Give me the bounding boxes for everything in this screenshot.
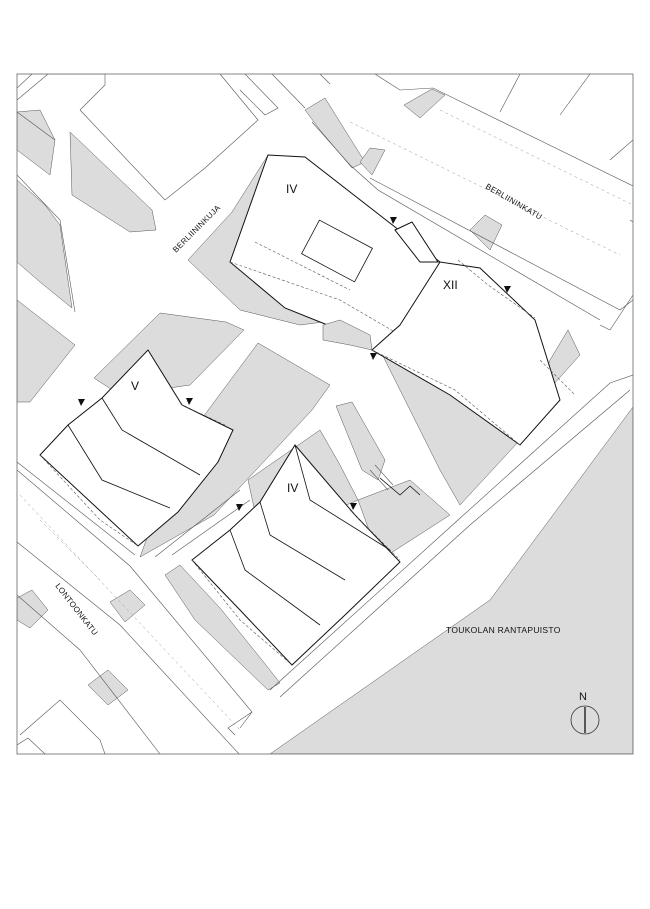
entrance-arrow <box>504 286 511 293</box>
parking-stripes <box>19 109 633 731</box>
map-frame <box>16 73 634 755</box>
entrance-arrow <box>390 217 397 224</box>
floor-count-south: IV <box>287 481 298 495</box>
building-north-east <box>371 259 576 446</box>
floor-count-north-east: XII <box>443 278 458 292</box>
entrance-arrow <box>186 398 193 405</box>
entrance-arrow <box>370 353 377 360</box>
north-arrow-icon: N <box>570 691 600 735</box>
entrance-arrow <box>350 503 357 510</box>
park-area <box>269 406 633 754</box>
floor-count-west: V <box>131 379 139 393</box>
building-west <box>39 349 234 547</box>
entrance-arrows <box>78 217 511 511</box>
floor-count-north-west: IV <box>286 182 297 196</box>
entrance-arrow <box>236 504 243 511</box>
road-edges <box>17 74 633 754</box>
entrance-arrow <box>78 399 85 406</box>
street-label-berliininkatu: BERLIININKATU <box>484 182 544 222</box>
building-north-west <box>229 154 441 351</box>
connector <box>322 319 421 496</box>
north-label: N <box>579 691 587 703</box>
building-south <box>191 444 401 666</box>
park-label: TOUKOLAN RANTAPUISTO <box>446 625 561 635</box>
map-content <box>17 74 633 754</box>
